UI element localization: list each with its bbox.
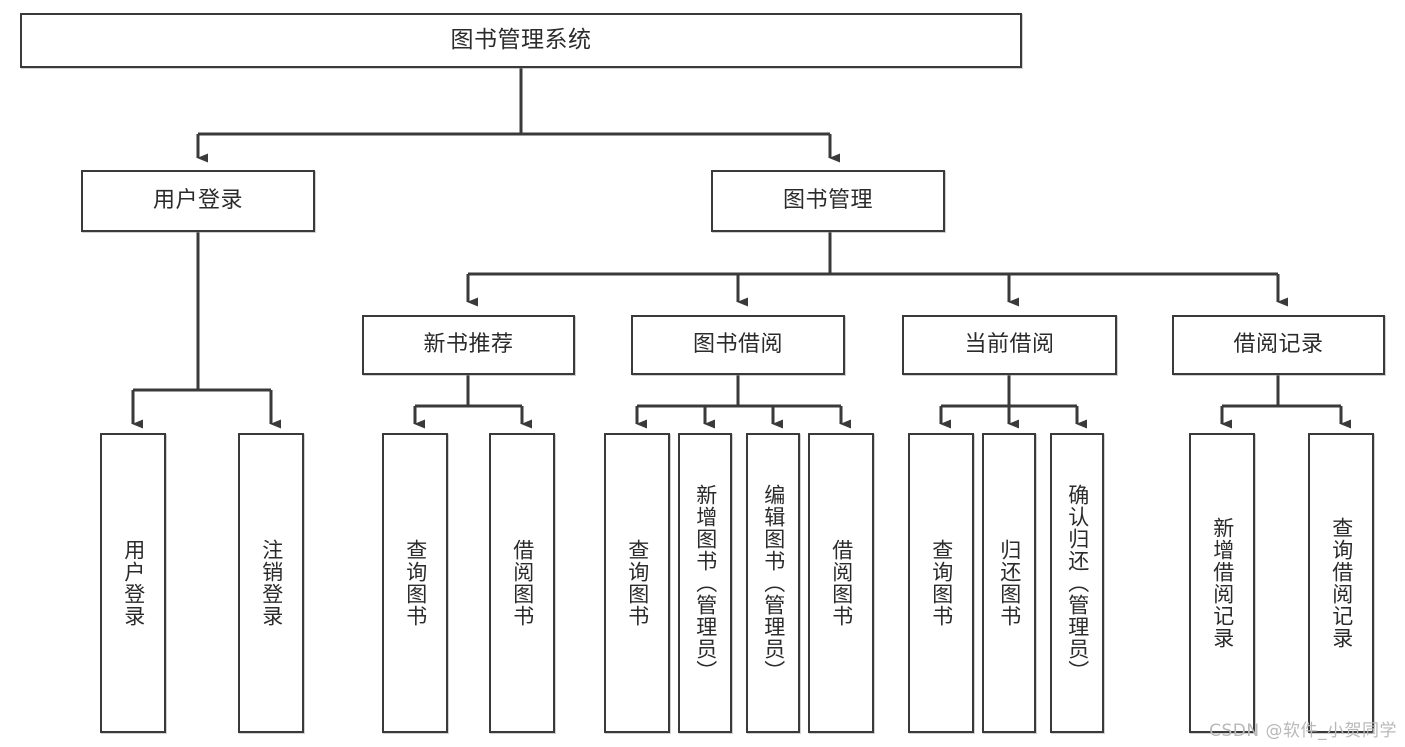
node-root-system[interactable]: 图书管理系统	[20, 13, 1022, 68]
node-book-borrow[interactable]: 图书借阅	[631, 315, 845, 375]
node-label: 注销登录	[259, 539, 284, 627]
node-label: 用户登录	[121, 539, 146, 627]
leaf-recommend-query-book[interactable]: 查询图书	[382, 433, 448, 733]
node-label: 查询图书	[625, 539, 650, 627]
node-user-login[interactable]: 用户登录	[81, 170, 315, 232]
leaf-record-query-record[interactable]: 查询借阅记录	[1308, 433, 1374, 733]
node-label: 借阅图书	[510, 539, 535, 627]
node-label: 确认归还（管理员）	[1065, 484, 1090, 682]
leaf-user-login-logout[interactable]: 注销登录	[238, 433, 304, 733]
leaf-borrow-add-book-admin[interactable]: 新增图书（管理员）	[678, 433, 732, 733]
node-current-borrow[interactable]: 当前借阅	[902, 315, 1117, 375]
node-label: 新增图书（管理员）	[693, 484, 718, 682]
node-label: 图书管理	[782, 188, 873, 214]
node-label: 借阅图书	[829, 539, 854, 627]
node-borrow-record[interactable]: 借阅记录	[1172, 315, 1385, 375]
node-new-book-recommend[interactable]: 新书推荐	[362, 315, 575, 375]
leaf-recommend-borrow-book[interactable]: 借阅图书	[489, 433, 555, 733]
node-label: 图书管理系统	[450, 26, 592, 53]
node-label: 归还图书	[997, 539, 1022, 627]
leaf-borrow-query-book[interactable]: 查询图书	[604, 433, 670, 733]
node-label: 图书借阅	[692, 332, 783, 358]
leaf-current-confirm-return-admin[interactable]: 确认归还（管理员）	[1050, 433, 1104, 733]
leaf-record-add-record[interactable]: 新增借阅记录	[1189, 433, 1255, 733]
node-label: 编辑图书（管理员）	[761, 484, 786, 682]
leaf-borrow-edit-book-admin[interactable]: 编辑图书（管理员）	[746, 433, 800, 733]
node-label: 借阅记录	[1233, 332, 1324, 358]
node-label: 查询借阅记录	[1329, 517, 1354, 649]
csdn-watermark: CSDN @软件_小贺同学	[1209, 721, 1397, 741]
node-label: 查询图书	[929, 539, 954, 627]
node-label: 查询图书	[403, 539, 428, 627]
node-book-management[interactable]: 图书管理	[711, 170, 945, 232]
leaf-user-login-login[interactable]: 用户登录	[100, 433, 166, 733]
leaf-current-return-book[interactable]: 归还图书	[982, 433, 1036, 733]
node-label: 新书推荐	[423, 332, 514, 358]
node-label: 当前借阅	[964, 332, 1055, 358]
node-label: 新增借阅记录	[1210, 517, 1235, 649]
node-label: 用户登录	[152, 188, 243, 214]
leaf-borrow-borrow-book[interactable]: 借阅图书	[808, 433, 874, 733]
leaf-current-query-book[interactable]: 查询图书	[908, 433, 974, 733]
